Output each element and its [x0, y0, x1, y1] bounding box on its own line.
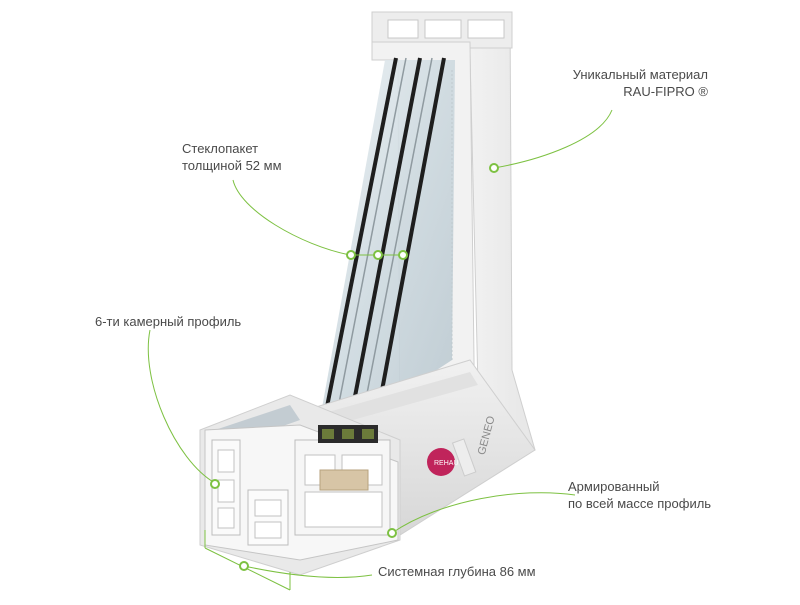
callout-line-chamber: [147, 329, 216, 484]
callout-label-glass: Стеклопакет толщиной 52 мм: [182, 140, 282, 174]
callout-chamber-line1: 6-ти камерный профиль: [95, 314, 242, 329]
callout-line-glass: [232, 179, 403, 256]
callout-label-reinforced: Армированный по всей массе профиль: [568, 478, 711, 512]
callout-dot-glass-2: [373, 250, 383, 260]
callout-label-depth: Системная глубина 86 мм: [378, 563, 536, 580]
glass-pane-edge-3: [370, 57, 446, 445]
callout-dot-reinforced: [387, 528, 397, 538]
glass-pane-edge-1: [320, 57, 398, 433]
callout-line-material: [493, 109, 613, 169]
callout-dot-chamber: [210, 479, 220, 489]
callout-reinforced-line2: по всей массе профиль: [568, 496, 712, 511]
callout-dot-material: [489, 163, 499, 173]
callout-label-chamber: 6-ти камерный профиль: [95, 313, 241, 330]
callout-glass-line2: толщиной 52 мм: [182, 158, 282, 173]
callout-dot-depth: [239, 561, 249, 571]
callout-depth-line1: Системная глубина 86 мм: [378, 564, 536, 579]
callout-dot-glass-3: [398, 250, 408, 260]
glass-pane-edge-2: [345, 57, 422, 439]
callout-dot-glass-1: [346, 250, 356, 260]
callout-reinforced-line1: Армированный: [568, 479, 660, 494]
callout-material-line2: RAU-FIPRO ®: [623, 84, 708, 99]
callout-label-material: Уникальный материал RAU-FIPRO ®: [560, 66, 708, 100]
glass-unit: [318, 60, 455, 440]
brand-logo-icon: [427, 448, 455, 476]
callout-glass-line1: Стеклопакет: [182, 141, 259, 156]
svg-text:REHAU: REHAU: [434, 460, 459, 467]
callout-line-reinforced: [391, 492, 576, 534]
callout-material-line1: Уникальный материал: [572, 67, 708, 82]
reinforcement-steel: [319, 469, 369, 491]
